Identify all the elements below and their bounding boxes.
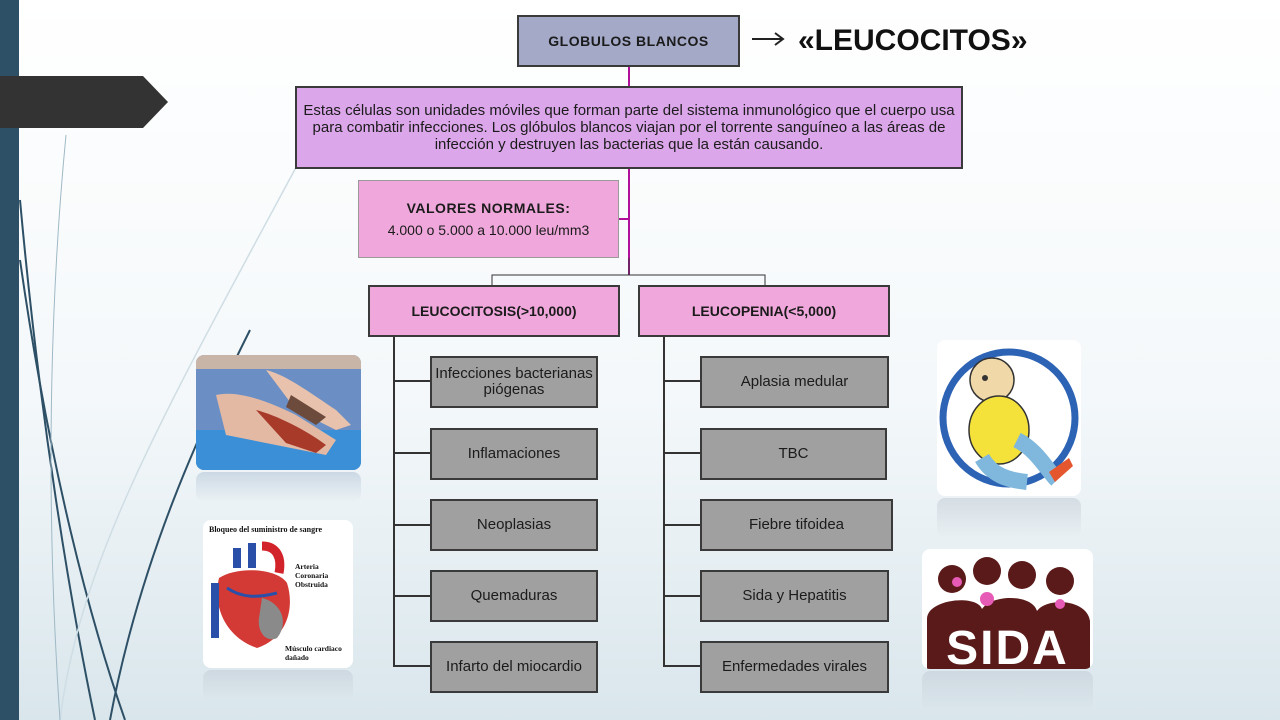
- arrow-right-icon: [752, 32, 785, 46]
- leucocitosis-item-label: Quemaduras: [470, 587, 558, 604]
- leucocitosis-item-label: Infarto del miocardio: [446, 658, 582, 675]
- cartoon-photo-reflection: [937, 498, 1081, 538]
- heart-label-artery: Arteria Coronaria Obstruida: [295, 562, 329, 589]
- normal-values-box: VALORES NORMALES: 4.000 o 5.000 a 10.000…: [358, 180, 619, 258]
- title-box: GLOBULOS BLANCOS: [517, 15, 740, 67]
- slide-tab: [0, 76, 168, 128]
- side-bar: [0, 0, 19, 720]
- title-text: GLOBULOS BLANCOS: [548, 33, 709, 49]
- leucocitosis-item: Infarto del miocardio: [430, 641, 598, 693]
- leucocitosis-label: LEUCOCITOSIS(>10,000): [411, 303, 577, 319]
- leucocitosis-item-label: Infecciones bacterianas piógenas: [435, 365, 593, 398]
- heart-label-muscle: Músculo cardiaco dañado: [285, 644, 342, 662]
- leucocitosis-item: Inflamaciones: [430, 428, 598, 480]
- leucocitosis-box: LEUCOCITOSIS(>10,000): [368, 285, 620, 337]
- description-text: Estas células son unidades móviles que f…: [303, 102, 955, 153]
- leucocitosis-item-label: Neoplasias: [476, 516, 552, 533]
- normal-values-value: 4.000 o 5.000 a 10.000 leu/mm3: [387, 221, 590, 238]
- burn-photo-reflection: [196, 472, 361, 502]
- burn-photo: [196, 355, 361, 470]
- leucopenia-item: Aplasia medular: [700, 356, 889, 408]
- leucocitosis-item: Neoplasias: [430, 499, 598, 551]
- leucopenia-item-label: Enfermedades virales: [721, 658, 868, 675]
- leucopenia-item-label: Fiebre tifoidea: [748, 516, 845, 533]
- leucopenia-item: Fiebre tifoidea: [700, 499, 893, 551]
- heart-caption: Bloqueo del suministro de sangre: [209, 525, 323, 534]
- leucocitosis-item: Quemaduras: [430, 570, 598, 622]
- leucocitosis-item-label: Inflamaciones: [467, 445, 561, 462]
- sida-photo-reflection: [922, 671, 1093, 711]
- heart-icon: [211, 541, 290, 648]
- leucopenia-item-label: Aplasia medular: [740, 373, 849, 390]
- cartoon-photo: [937, 340, 1081, 496]
- leucopenia-item: Sida y Hepatitis: [700, 570, 889, 622]
- leucopenia-item: Enfermedades virales: [700, 641, 889, 693]
- leucopenia-item: TBC: [700, 428, 887, 480]
- leucocitosis-item: Infecciones bacterianas piógenas: [430, 356, 598, 408]
- heart-photo-reflection: [203, 670, 353, 700]
- leucopenia-label: LEUCOPENIA(<5,000): [691, 303, 837, 319]
- normal-values-heading: VALORES NORMALES:: [406, 199, 571, 216]
- heart-photo: Bloqueo del suministro de sangre Arteria…: [203, 520, 353, 668]
- sida-photo: SIDA: [922, 549, 1093, 669]
- sida-word: SIDA: [946, 622, 1069, 669]
- synonym-heading: «LEUCOCITOS»: [798, 24, 1028, 57]
- description-box: Estas células son unidades móviles que f…: [295, 86, 963, 169]
- leucopenia-item-label: Sida y Hepatitis: [742, 587, 847, 604]
- leucopenia-item-label: TBC: [778, 445, 809, 462]
- leucopenia-box: LEUCOPENIA(<5,000): [638, 285, 890, 337]
